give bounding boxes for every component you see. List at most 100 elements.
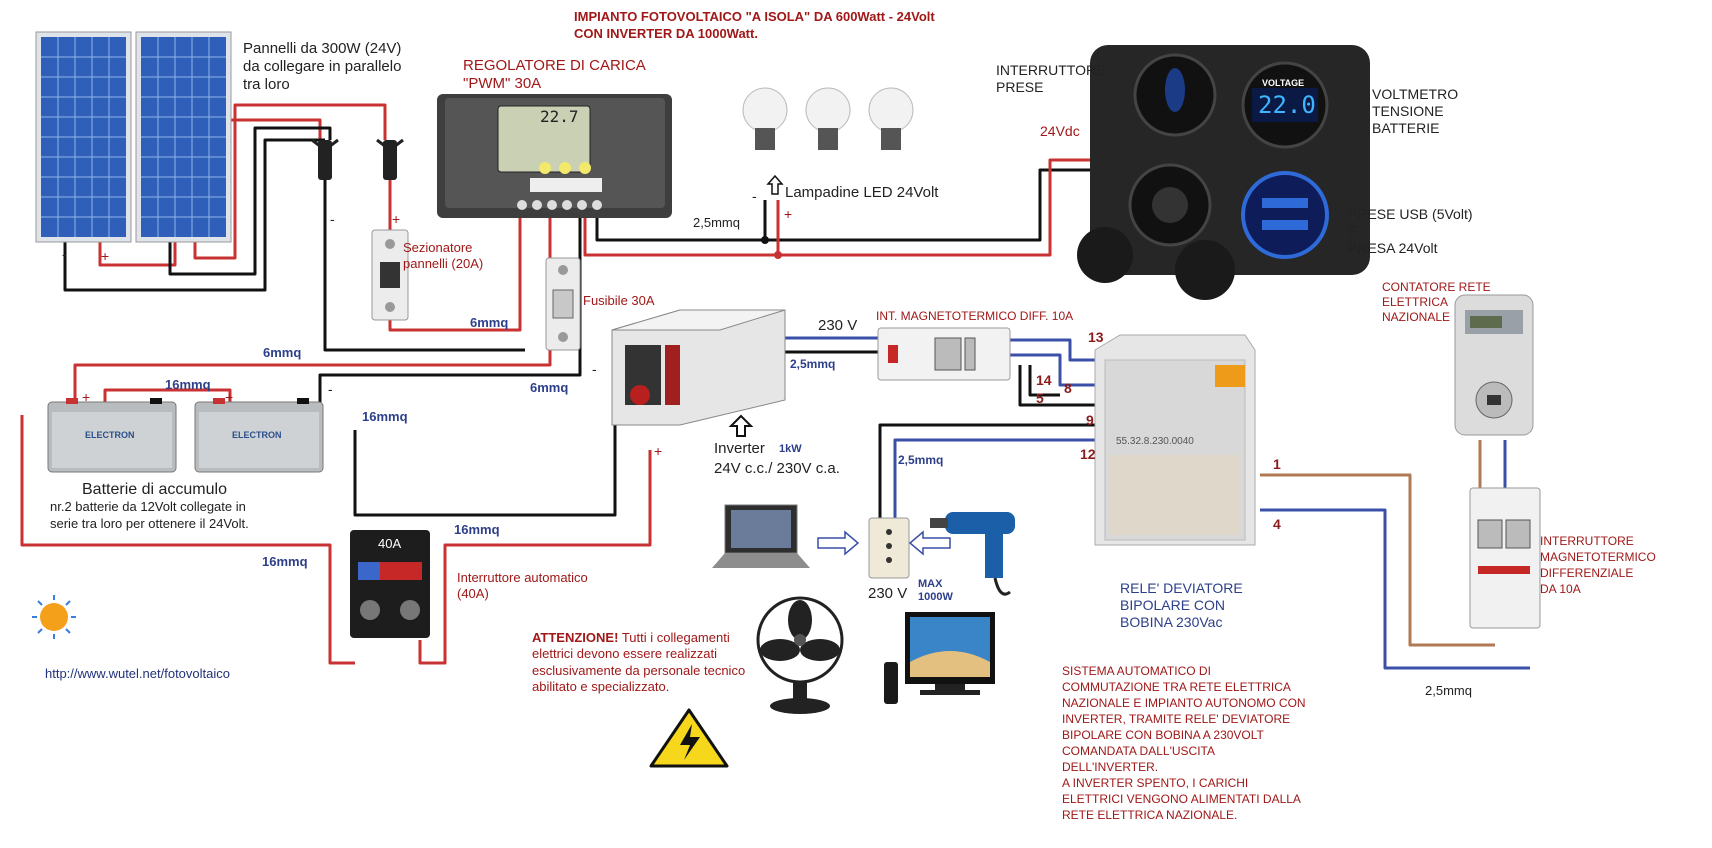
auto-switch-wire-right: 16mmq xyxy=(454,522,500,537)
switch-label-1: INTERRUTTORE xyxy=(996,62,1106,78)
logo-url[interactable]: http://www.wutel.net/fotovoltaico xyxy=(45,666,230,681)
bulbs-label: Lampadine LED 24Volt xyxy=(785,184,939,201)
panel-disconnector xyxy=(371,229,409,321)
auto-switch-label-1: Interruttore automatico xyxy=(457,570,588,585)
inverter xyxy=(611,309,786,426)
switch-label-2: PRESE xyxy=(996,79,1044,95)
warning-body: Tutti i collegamenti elettrici devono es… xyxy=(532,630,746,694)
outlet-max-2: 1000W xyxy=(918,591,953,603)
auto-switch-wire-left: 16mmq xyxy=(262,554,308,569)
batteries-title: Batterie di accumulo xyxy=(82,481,227,498)
meter-label-2: ELETTRICA xyxy=(1382,295,1449,309)
relay-terminal-1: 1 xyxy=(1273,456,1281,472)
arrow-right-icon xyxy=(817,530,860,556)
relay-label-2: BIPOLARE CON xyxy=(1120,597,1226,613)
ac-wires xyxy=(760,336,1530,670)
inverter-label-1: Inverter xyxy=(714,440,765,457)
inverter-label-2: 24V c.c./ 230V c.a. xyxy=(714,460,840,477)
solar-panel-right xyxy=(135,31,232,243)
usb-label-2: E xyxy=(1348,223,1358,239)
system-note-line-5: BIPOLARE CON BOBINA A 230VOLT xyxy=(1062,728,1264,742)
battery-minus: - xyxy=(328,381,333,397)
drill-icon xyxy=(930,512,1015,596)
voltmeter-label-3: BATTERIE xyxy=(1372,120,1440,136)
junction-dot xyxy=(774,251,782,259)
switch-panel xyxy=(1077,45,1370,300)
system-note-line-9: ELETTRICI VENGONO ALIMENTATI DALLA xyxy=(1062,792,1301,806)
bulbs-minus: - xyxy=(752,188,757,204)
inverter-minus: - xyxy=(592,361,597,377)
relay-terminal-14: 14 xyxy=(1036,372,1052,388)
diff-breaker-label: INT. MAGNETOTERMICO DIFF. 10A xyxy=(876,309,1074,323)
system-note-line-10: RETE ELETTRICA NAZIONALE. xyxy=(1062,808,1238,822)
inverter-out-wire: 2,5mmq xyxy=(790,357,836,371)
battery-left-plus: + xyxy=(82,389,91,405)
relay-terminal-12: 12 xyxy=(1080,446,1096,462)
system-note-line-2: COMMUTAZIONE TRA RETE ELETTRICA xyxy=(1062,680,1291,694)
disconnector-plus: + xyxy=(392,211,401,227)
batteries-desc-1: nr.2 batterie da 12Volt collegate in xyxy=(50,499,246,514)
system-note-line-4: INVERTER, TRAMITE RELE' DEVIATORE xyxy=(1062,712,1291,726)
battery-right xyxy=(194,398,324,473)
page-title-line1: IMPIANTO FOTOVOLTAICO "A ISOLA" DA 600Wa… xyxy=(574,9,935,24)
panels-label-2: da collegare in parallelo xyxy=(243,58,402,75)
fuse-wire: 6mmq xyxy=(530,380,569,395)
solar-panel-left xyxy=(35,31,132,243)
relay-terminal-13: 13 xyxy=(1088,329,1104,345)
outlet-max-1: MAX xyxy=(918,578,943,590)
voltmeter-display: 22.0 xyxy=(1258,91,1316,119)
fuse-holder xyxy=(545,257,581,351)
panels-label-3: tra loro xyxy=(243,76,290,93)
mains-breaker-label-4: DA 10A xyxy=(1540,582,1581,596)
battery-right-plus: + xyxy=(225,389,234,405)
relay-terminal-8: 8 xyxy=(1064,380,1072,396)
inverter-out-voltage: 230 V xyxy=(818,317,858,334)
battery-wire-left: 6mmq xyxy=(263,345,302,360)
arrow-up-icon xyxy=(728,414,754,437)
battery-right-brand: ELECTRON xyxy=(232,430,282,440)
mc4-connectors xyxy=(311,138,404,180)
battery-left xyxy=(47,398,177,473)
regulator-label-1: REGOLATORE DI CARICA xyxy=(463,57,646,74)
battery-wire-between: 16mmq xyxy=(165,377,211,392)
meter-label-3: NAZIONALE xyxy=(1382,310,1451,324)
voltmeter-label-1: VOLTMETRO xyxy=(1372,86,1459,102)
panels-plus: + xyxy=(101,248,110,264)
inverter-power: 1kW xyxy=(779,443,802,455)
system-note-line-7: DELL'INVERTER. xyxy=(1062,760,1159,774)
voltmeter-label-2: TENSIONE xyxy=(1372,103,1444,119)
panel-supply-label: 24Vdc xyxy=(1040,123,1080,139)
energy-meter xyxy=(1454,294,1534,436)
relay xyxy=(1094,334,1256,546)
auto-switch-40a xyxy=(350,530,430,638)
disconnector-label-2: pannelli (20A) xyxy=(403,256,484,271)
bulbs-plus: + xyxy=(784,206,793,222)
relay-wire: 2,5mmq xyxy=(898,453,944,467)
warning-head: ATTENZIONE! xyxy=(532,630,619,645)
system-note-line-6: COMANDATA DALL'USCITA xyxy=(1062,744,1215,758)
system-note-line-3: NAZIONALE E IMPIANTO AUTONOMO CON xyxy=(1062,696,1306,710)
mains-breaker-label-2: MAGNETOTERMICO xyxy=(1540,550,1656,564)
regulator-label-2: "PWM" 30A xyxy=(463,75,542,92)
fuse-label: Fusibile 30A xyxy=(583,293,655,308)
relay-label-1: RELE' DEVIATORE xyxy=(1120,580,1243,596)
relay-terminal-9: 9 xyxy=(1086,412,1094,428)
mains-breaker-label-1: INTERRUTTORE xyxy=(1540,534,1634,548)
relay-face-text: 55.32.8.230.0040 xyxy=(1116,436,1194,447)
laptop-icon xyxy=(712,504,810,568)
disconnector-label-1: Sezionatore xyxy=(403,240,473,255)
batteries-desc-2: serie tra loro per ottenere il 24Volt. xyxy=(50,516,249,531)
outlet xyxy=(868,517,910,579)
mains-breaker xyxy=(1469,487,1541,629)
sun-logo-icon xyxy=(32,595,76,639)
relay-label-3: BOBINA 230Vac xyxy=(1120,614,1223,630)
fan-icon xyxy=(756,596,844,714)
auto-switch-rating: 40A xyxy=(378,536,402,551)
regulator-display: 22.7 xyxy=(540,107,579,126)
dc-wires xyxy=(20,103,1110,665)
mains-breaker-label-3: DIFFERENZIALE xyxy=(1540,566,1634,580)
disconnector-minus: - xyxy=(330,211,335,227)
arrow-up-icon xyxy=(766,174,784,195)
voltmeter-header: VOLTAGE xyxy=(1262,78,1305,88)
